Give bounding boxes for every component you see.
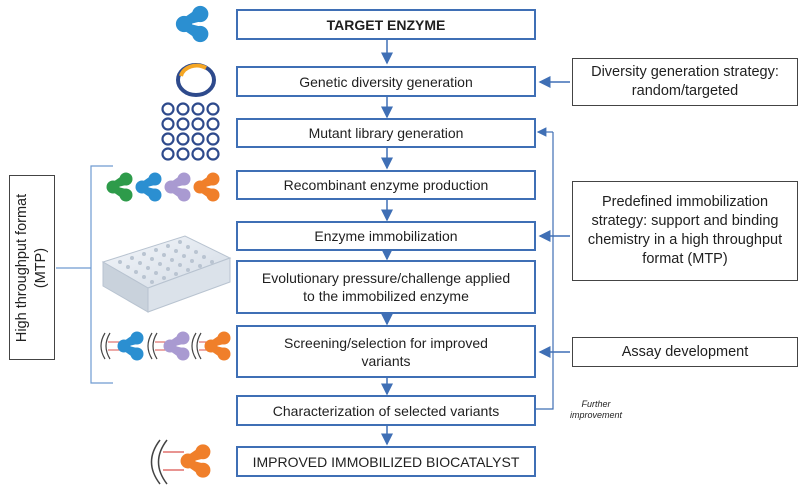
step-target-enzyme: TARGET ENZYME	[236, 9, 536, 40]
microtiter-plate-icon	[101, 235, 232, 313]
step-immobilization: Enzyme immobilization	[236, 221, 536, 251]
step-evolutionary-pressure: Evolutionary pressure/challenge applied …	[236, 260, 536, 314]
mtp-bracket	[90, 165, 113, 384]
side-box-assay-development: Assay development	[572, 337, 798, 367]
step-label: Recombinant enzyme production	[283, 177, 489, 193]
side-box-diversity-strategy: Diversity generation strategy: random/ta…	[572, 58, 798, 106]
immobilized-enzymes-icon	[100, 331, 231, 361]
enzyme-blue-icon	[175, 5, 209, 43]
step-label: Evolutionary pressure/challenge applied …	[261, 270, 511, 304]
step-improved-biocatalyst: IMPROVED IMMOBILIZED BIOCATALYST	[236, 446, 536, 477]
step-label: TARGET ENZYME	[326, 16, 446, 33]
side-box-label: Assay development	[621, 343, 749, 360]
side-box-label: Diversity generation strategy: random/ta…	[591, 64, 779, 99]
plasmid-library-icon	[161, 102, 220, 161]
step-screening: Screening/selection for improved variant…	[236, 325, 536, 378]
step-characterization: Characterization of selected variants	[236, 395, 536, 426]
enzyme-variants-icon	[106, 172, 220, 202]
step-label: Screening/selection for improved variant…	[284, 334, 488, 369]
step-label: Enzyme immobilization	[314, 228, 458, 244]
plasmid-icon	[176, 63, 216, 97]
high-throughput-label-box: High throughput format (MTP)	[9, 175, 55, 360]
side-box-immobilization-strategy: Predefined immobilization strategy: supp…	[572, 181, 798, 281]
feedback-loop-line	[536, 132, 554, 410]
step-mutant-library: Mutant library generation	[236, 118, 536, 148]
further-improvement-note: Further improvement	[569, 399, 623, 420]
step-label: IMPROVED IMMOBILIZED BIOCATALYST	[252, 453, 520, 470]
side-box-label: Predefined immobilization strategy: supp…	[587, 194, 783, 267]
step-label: Mutant library generation	[308, 125, 464, 141]
step-recombinant-production: Recombinant enzyme production	[236, 170, 536, 200]
step-genetic-diversity: Genetic diversity generation	[236, 66, 536, 97]
step-label: Characterization of selected variants	[272, 402, 500, 419]
immobilized-biocatalyst-icon	[150, 439, 211, 485]
step-label: Genetic diversity generation	[299, 73, 473, 90]
